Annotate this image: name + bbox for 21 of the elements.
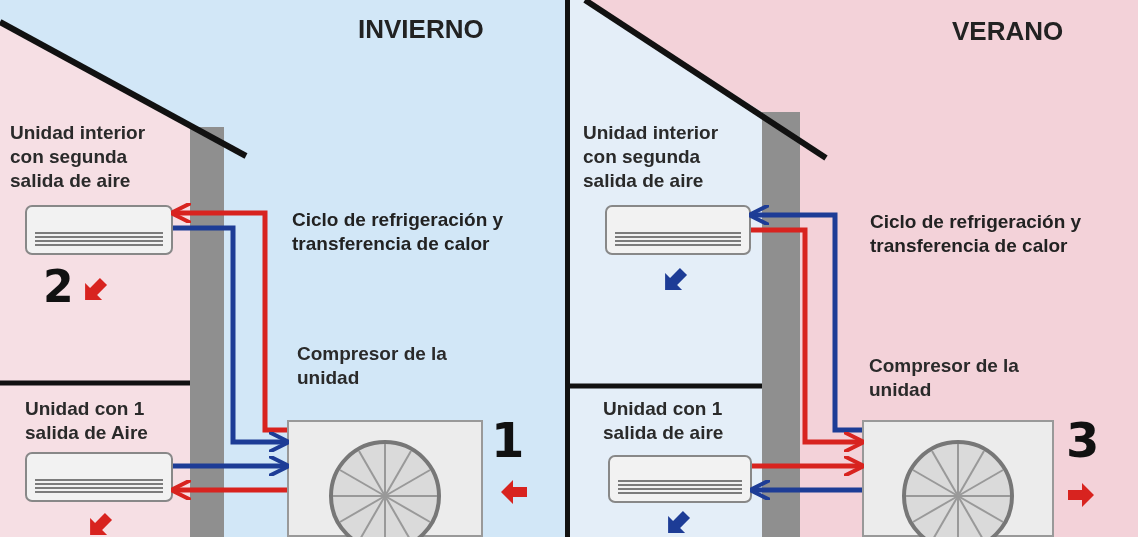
cycle-note: Ciclo de refrigeración y transferencia de calor <box>292 208 505 256</box>
season-title: INVIERNO <box>358 14 484 45</box>
unit-caption: Compresor de la unidad <box>297 342 448 390</box>
unit-caption: Compresor de la unidad <box>869 354 1020 402</box>
unit-caption: Unidad con 1 salida de aire <box>603 397 725 445</box>
refrigerant-pipe <box>169 478 290 502</box>
refrigerant-pipe <box>751 227 866 454</box>
refrigerant-pipe <box>749 454 866 478</box>
unit-caption: Unidad interior con segunda salida de aire <box>10 121 147 193</box>
refrigerant-pipe <box>747 203 862 433</box>
unit-caption: Unidad interior con segunda salida de aire <box>583 121 720 193</box>
callout-number: 2 <box>43 265 74 309</box>
refrigerant-pipe <box>748 478 865 502</box>
cycle-note: Ciclo de refrigeración y transferencia de calor <box>870 210 1083 258</box>
callout-number: 1 <box>491 416 525 464</box>
season-title: VERANO <box>952 16 1064 47</box>
refrigerant-pipe <box>170 454 291 478</box>
unit-caption: Unidad con 1 salida de Aire <box>25 397 149 445</box>
callout-number: 3 <box>1066 416 1100 464</box>
refrigerant-pipe <box>169 201 287 433</box>
refrigerant-pipe <box>173 225 291 454</box>
